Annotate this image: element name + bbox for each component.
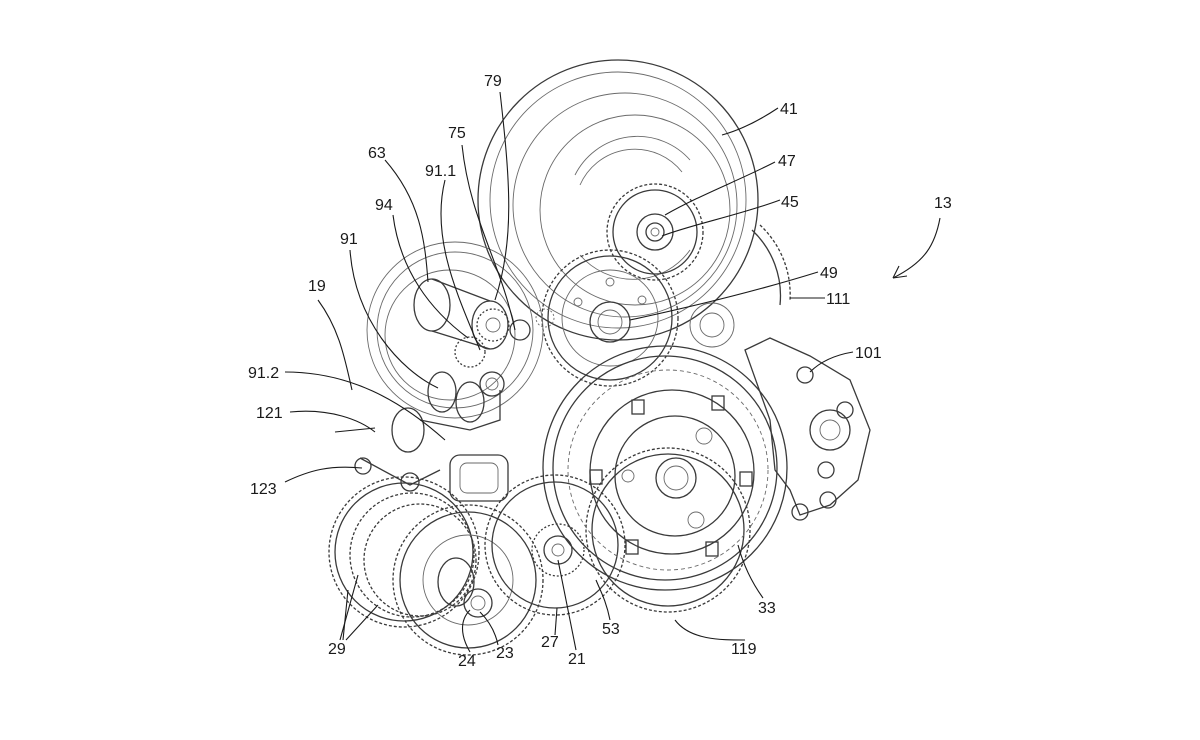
clutch-33 <box>542 345 788 591</box>
label-91-2: 91.2 <box>248 365 279 382</box>
gear-111 <box>689 224 791 348</box>
gear-cluster-29 <box>328 476 480 628</box>
label-111: 111 <box>826 291 850 308</box>
part-63 <box>413 278 509 350</box>
housing-101 <box>744 337 871 521</box>
gear-49 <box>541 249 679 387</box>
label-33: 33 <box>758 600 776 617</box>
label-119: 119 <box>731 641 757 658</box>
shaft-91 <box>391 336 505 453</box>
label-23: 23 <box>496 645 514 662</box>
part-121-123 <box>354 454 509 502</box>
gear-119 <box>585 447 751 613</box>
label-13: 13 <box>934 195 952 212</box>
left-back-disc <box>366 241 544 419</box>
label-123: 123 <box>250 481 277 498</box>
mechanism-drawing <box>328 59 871 656</box>
label-49: 49 <box>820 265 838 282</box>
rear-disc-41 <box>477 59 759 341</box>
leader-lines <box>284 91 941 653</box>
label-94: 94 <box>375 197 393 214</box>
label-29: 29 <box>328 641 346 658</box>
label-41: 41 <box>780 101 798 118</box>
label-24: 24 <box>458 653 476 670</box>
gear-27 <box>484 474 626 616</box>
label-53: 53 <box>602 621 620 638</box>
label-21: 21 <box>568 651 586 668</box>
label-79: 79 <box>484 73 502 90</box>
gear-75-79 <box>476 308 555 342</box>
label-47: 47 <box>778 153 796 170</box>
gear-21 <box>531 523 585 577</box>
gear-23 <box>392 504 544 656</box>
label-101: 101 <box>855 345 882 362</box>
label-121: 121 <box>256 405 283 422</box>
label-75: 75 <box>448 125 466 142</box>
gear-47 <box>606 183 704 281</box>
label-19: 19 <box>308 278 326 295</box>
label-27: 27 <box>541 634 559 651</box>
reference-labels: 79 75 63 91.1 94 91 19 91.2 121 123 29 2… <box>248 73 952 670</box>
label-63: 63 <box>368 145 386 162</box>
label-91-1: 91.1 <box>425 163 456 180</box>
label-45: 45 <box>781 194 799 211</box>
label-91: 91 <box>340 231 358 248</box>
